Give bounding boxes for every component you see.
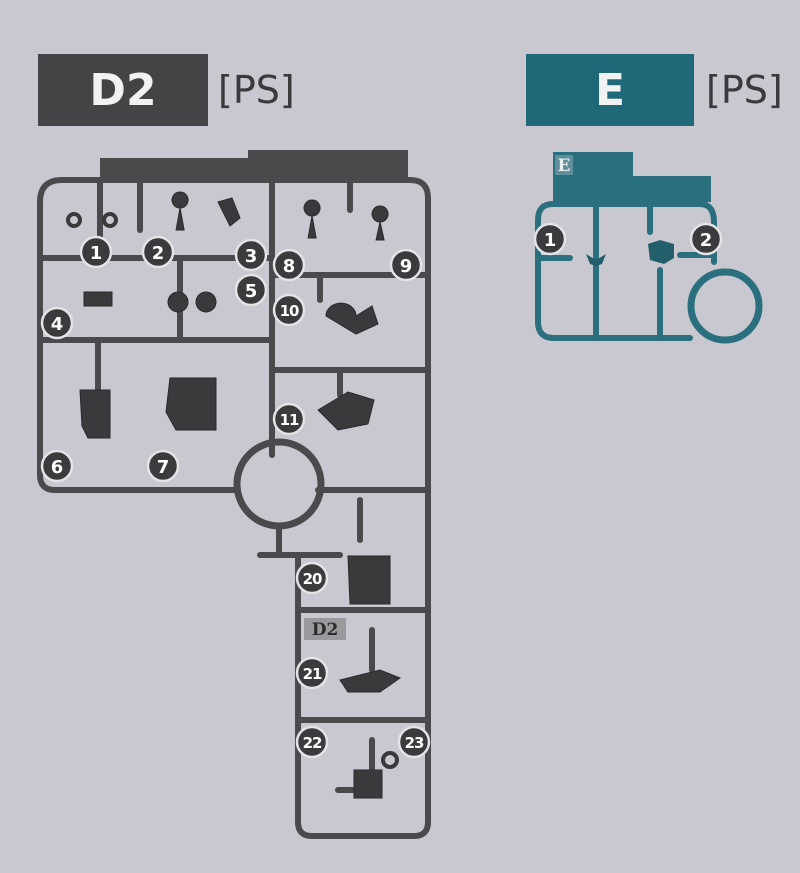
part-d2-3-shape [217, 197, 241, 227]
svg-text:20: 20 [303, 570, 322, 588]
part-d2-22-callout: 22 [295, 725, 329, 759]
part-d2-7-shape [165, 377, 217, 431]
sprue-d2-material: [PS] [218, 68, 295, 112]
svg-text:7: 7 [157, 457, 170, 478]
svg-text:9: 9 [400, 256, 413, 277]
part-d2-9-shape [371, 205, 389, 241]
svg-text:23: 23 [405, 734, 424, 752]
part-d2-8-callout: 8 [272, 248, 306, 282]
part-e-1-shape [586, 254, 606, 266]
sprue-d2-ring [233, 438, 325, 530]
part-d2-22-shape [353, 769, 383, 799]
part-d2-7-callout: 7 [146, 449, 180, 483]
svg-text:22: 22 [303, 734, 322, 752]
sprue-e-tag: E [526, 54, 694, 126]
sprue-e-material: [PS] [706, 68, 783, 112]
part-d2-2-shape [171, 191, 189, 231]
part-d2-6-callout: 6 [40, 449, 74, 483]
part-d2-1-shape [66, 212, 82, 228]
sprue-d2-tag: D2 [38, 54, 208, 126]
part-e-2-shape [648, 240, 674, 264]
part-d2-1-callout: 1 [79, 235, 113, 269]
svg-text:4: 4 [51, 314, 64, 335]
svg-text:21: 21 [303, 665, 322, 683]
part-d2-4-shape [83, 291, 113, 307]
part-d2-8-shape [303, 199, 321, 239]
part-d2-23-callout: 23 [397, 725, 431, 759]
svg-text:1: 1 [90, 243, 103, 264]
svg-text:6: 6 [51, 457, 64, 478]
svg-text:2: 2 [700, 230, 713, 251]
part-d2-1-shape [102, 212, 118, 228]
sprue-e-id: E [594, 64, 626, 116]
part-d2-9-callout: 9 [389, 248, 423, 282]
svg-text:11: 11 [280, 411, 299, 429]
part-d2-2-callout: 2 [141, 235, 175, 269]
part-d2-20-callout: 20 [295, 561, 329, 595]
part-d2-10-shape [325, 302, 379, 335]
part-e-2-callout: 2 [689, 222, 723, 256]
part-d2-20-shape [347, 555, 391, 605]
svg-text:8: 8 [283, 256, 296, 277]
part-d2-10-callout: 10 [272, 293, 306, 327]
sprue-d2-mold-label-text: D2 [312, 620, 339, 640]
sprue-d2-gate-block [248, 150, 408, 180]
part-d2-4-callout: 4 [40, 306, 74, 340]
svg-text:1: 1 [544, 230, 557, 251]
svg-text:5: 5 [245, 281, 258, 302]
part-d2-21-shape [339, 669, 402, 693]
svg-text:10: 10 [280, 302, 299, 320]
svg-text:3: 3 [245, 246, 258, 267]
part-e-1-callout: 1 [533, 222, 567, 256]
part-d2-23-shape [381, 751, 399, 769]
sprue-e-ring [687, 268, 763, 344]
part-d2-6-shape [79, 389, 111, 439]
sprue-d2-mold-label: D2 [304, 618, 346, 640]
part-d2-5-shape [167, 291, 217, 313]
sprue-e-parts [586, 240, 674, 266]
part-d2-21-callout: 21 [295, 656, 329, 690]
sprue-d2-id: D2 [89, 64, 157, 116]
part-d2-11-shape [317, 391, 375, 431]
sprue-e-gate-block [553, 176, 711, 202]
part-d2-11-callout: 11 [272, 402, 306, 436]
part-d2-5-callout: 5 [234, 273, 268, 307]
sprue-d2-gate-block [100, 158, 250, 180]
svg-text:2: 2 [152, 243, 165, 264]
sprue-e-runner: E [535, 152, 763, 344]
sprue-e-mold-label-text: E [558, 156, 571, 176]
part-d2-3-callout: 3 [234, 238, 268, 272]
sprue-d2-parts [66, 191, 402, 799]
